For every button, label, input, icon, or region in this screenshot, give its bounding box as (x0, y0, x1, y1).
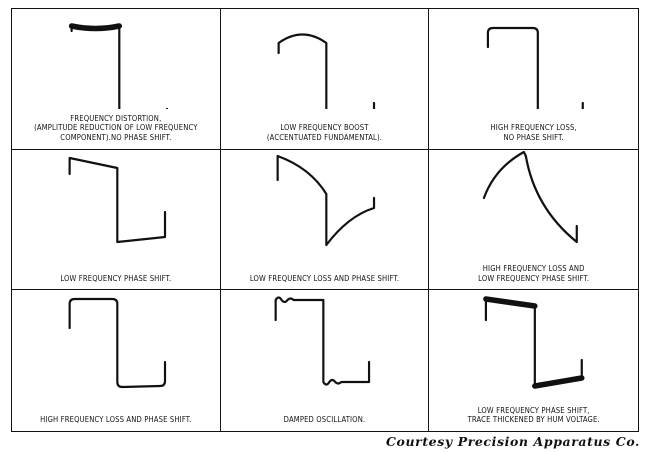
waveform-damped-oscillation (274, 296, 370, 386)
panel-high-frequency-loss-phase-shift: HIGH FREQUENCY LOSS AND PHASE SHIFT. (12, 290, 221, 431)
caption-low-frequency-phase-shift-hum: LOW FREQUENCY PHASE SHIFT, TRACE THICKEN… (433, 406, 634, 425)
caption-line: LOW FREQUENCY BOOST (280, 123, 369, 133)
waveform-high-frequency-loss-low-frequency-phase-shift (483, 150, 579, 243)
panel-low-frequency-phase-shift-hum: LOW FREQUENCY PHASE SHIFT, TRACE THICKEN… (429, 290, 638, 431)
caption-line: LOW FREQUENCY LOSS AND PHASE SHIFT. (249, 273, 400, 283)
caption-line: FREQUENCY DISTORTION, (70, 113, 162, 123)
caption-low-frequency-boost: LOW FREQUENCY BOOST (ACCENTUATED FUNDAME… (225, 123, 425, 142)
panel-low-frequency-loss-phase-shift: LOW FREQUENCY LOSS AND PHASE SHIFT. (220, 149, 430, 291)
caption-high-frequency-loss-phase-shift: HIGH FREQUENCY LOSS AND PHASE SHIFT. (16, 415, 216, 425)
caption-line: LOW FREQUENCY PHASE SHIFT. (478, 273, 590, 283)
panel-high-frequency-loss: HIGH FREQUENCY LOSS, NO PHASE SHIFT. (429, 9, 638, 150)
panel-low-frequency-boost: LOW FREQUENCY BOOST (ACCENTUATED FUNDAME… (220, 9, 430, 150)
caption-frequency-distortion: FREQUENCY DISTORTION, (AMPLITUDE REDUCTI… (16, 114, 216, 143)
caption-line: COMPONENT).NO PHASE SHIFT. (60, 133, 172, 143)
caption-line: TRACE THICKENED BY HUM VOLTAGE. (467, 415, 600, 425)
caption-line: HIGH FREQUENCY LOSS AND (482, 264, 585, 274)
waveform-grid: FREQUENCY DISTORTION, (AMPLITUDE REDUCTI… (11, 8, 639, 432)
waveform-low-frequency-loss-phase-shift (276, 154, 375, 246)
waveform-low-frequency-boost (277, 33, 375, 109)
credit-line: Courtesy Precision Apparatus Co. (385, 434, 640, 449)
caption-line: (ACCENTUATED FUNDAMENTAL). (266, 133, 383, 143)
caption-line: DAMPED OSCILLATION. (283, 415, 366, 425)
caption-line: HIGH FREQUENCY LOSS, (490, 123, 577, 133)
panel-low-frequency-phase-shift: LOW FREQUENCY PHASE SHIFT. (12, 149, 221, 291)
caption-low-frequency-loss-phase-shift: LOW FREQUENCY LOSS AND PHASE SHIFT. (225, 274, 425, 284)
panel-damped-oscillation: DAMPED OSCILLATION. (221, 290, 430, 431)
waveform-high-frequency-loss (487, 26, 585, 109)
caption-line: NO PHASE SHIFT. (503, 133, 564, 143)
caption-damped-oscillation: DAMPED OSCILLATION. (225, 415, 425, 425)
panel-high-frequency-loss-low-frequency-phase-shift: HIGH FREQUENCY LOSS AND LOW FREQUENCY PH… (429, 150, 638, 291)
caption-line: HIGH FREQUENCY LOSS AND PHASE SHIFT. (40, 415, 192, 425)
caption-high-frequency-loss-low-frequency-phase-shift: HIGH FREQUENCY LOSS AND LOW FREQUENCY PH… (433, 264, 634, 283)
caption-line: LOW FREQUENCY PHASE SHIFT. (60, 273, 172, 283)
caption-low-frequency-phase-shift: LOW FREQUENCY PHASE SHIFT. (16, 274, 216, 284)
waveform-frequency-distortion (68, 23, 169, 109)
caption-high-frequency-loss: HIGH FREQUENCY LOSS, NO PHASE SHIFT. (433, 123, 634, 142)
waveform-low-frequency-phase-shift-hum (483, 296, 585, 390)
waveform-high-frequency-loss-phase-shift (68, 298, 167, 389)
caption-line: (AMPLITUDE REDUCTION OF LOW FREQUENCY (34, 123, 198, 133)
panel-frequency-distortion: FREQUENCY DISTORTION, (AMPLITUDE REDUCTI… (12, 9, 221, 150)
caption-line: LOW FREQUENCY PHASE SHIFT, (477, 405, 590, 415)
waveform-low-frequency-phase-shift (68, 156, 167, 243)
